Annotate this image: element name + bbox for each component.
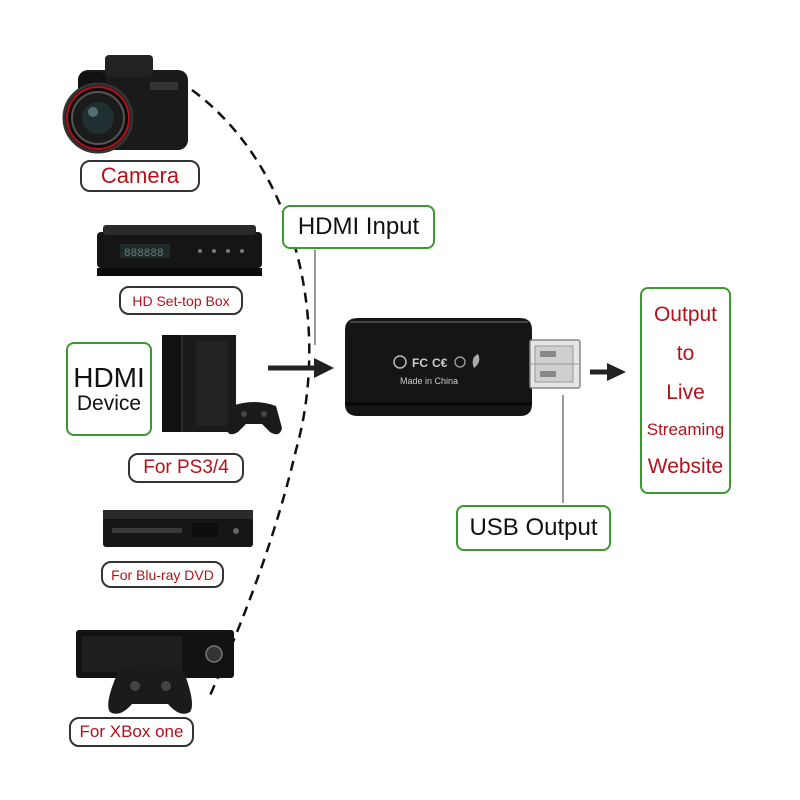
gamepad-icon [226,402,282,435]
camera-label: Camera [80,160,200,192]
output-line-3: Live [666,380,705,404]
output-line-4: Streaming [646,419,725,439]
device-connection-arc [191,88,311,701]
usb-plug [529,339,581,389]
ce-cert-mark: C€ [432,356,448,370]
input-arrow [268,358,334,378]
made-in-china-text: Made in China [400,376,458,386]
hdmi-device-line1: HDMI [73,362,145,394]
camera-icon [62,55,188,154]
playstation-console-icon [162,335,236,432]
rohs-icon [472,354,480,368]
set-top-display: 888888 [124,248,164,260]
output-line-2: to [676,341,695,365]
output-destination-box: Output to Live Streaming Website [640,287,731,494]
xbox-console-icon [76,630,234,678]
output-arrow [590,363,626,381]
fc-cert-mark: FC [412,356,428,370]
bluray-player-icon [103,510,253,547]
hdmi-device-label: HDMI Device [66,342,152,436]
xbox-label: For XBox one [69,717,194,747]
output-line-5: Website [647,454,724,478]
output-line-1: Output [653,302,718,326]
logo-icon [393,355,407,369]
capture-card-device: FC C€ Made in China [345,318,532,416]
set-top-box-icon: 888888 [97,225,262,276]
hdmi-input-label: HDMI Input [282,205,435,249]
playstation-label: For PS3/4 [128,453,244,483]
bluray-label: For Blu-ray DVD [101,561,224,588]
usb-output-label: USB Output [456,505,611,551]
recycle-icon [454,356,466,368]
xbox-controller-icon [108,665,192,714]
set-top-box-label: HD Set-top Box [119,286,243,315]
hdmi-device-line2: Device [76,391,142,415]
